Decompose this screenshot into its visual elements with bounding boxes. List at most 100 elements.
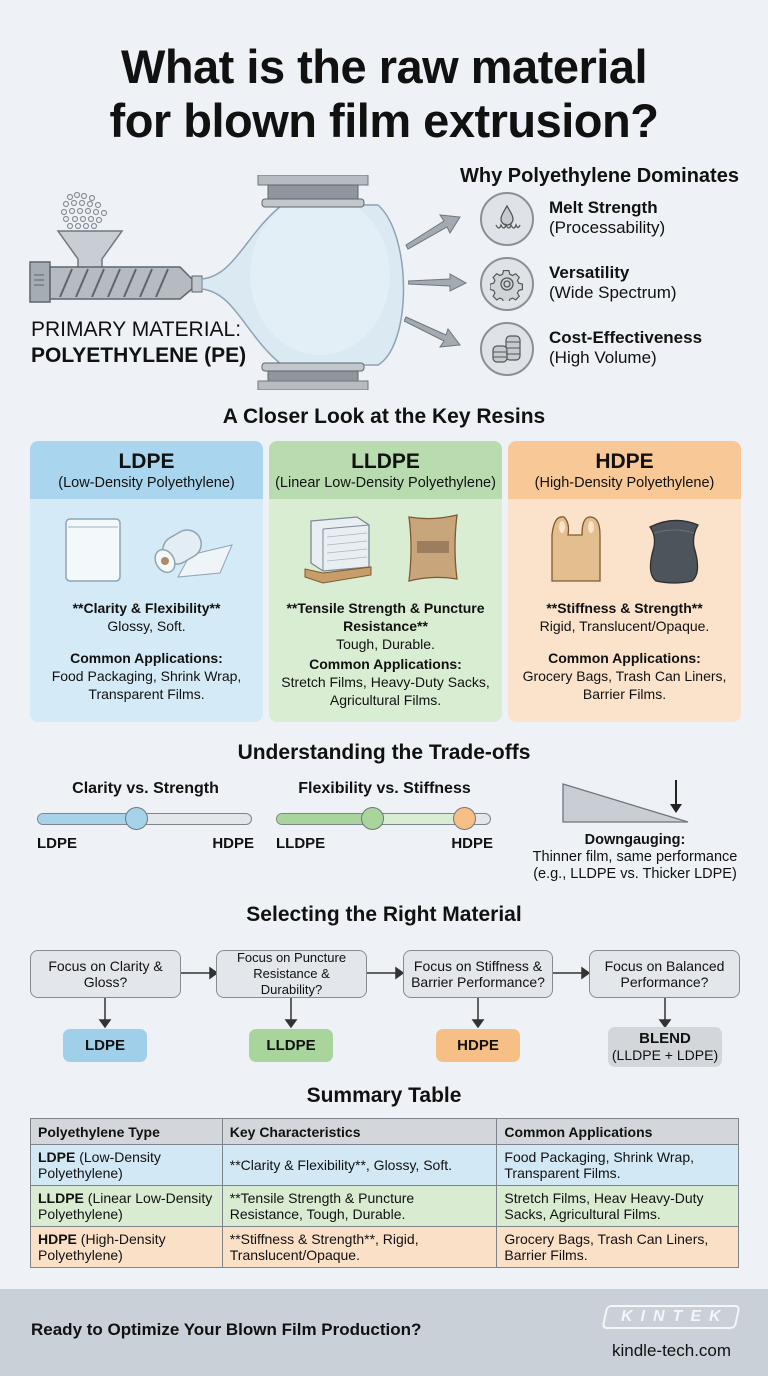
applications-cell: Grocery Bags, Trash Can Liners, Barrier … [496, 1226, 739, 1268]
downgauging-title: Downgauging: [584, 832, 686, 848]
reason-title: Versatility [549, 263, 630, 282]
blend-label: BLEND [639, 1030, 691, 1047]
slider-right-label: HDPE [451, 835, 493, 852]
arrow-icon [405, 214, 461, 250]
website-link[interactable]: kindle-tech.com [612, 1341, 732, 1360]
flow-step-clarity: Focus on Clarity & Gloss? [30, 950, 181, 998]
resins-heading: A Closer Look at the Key Resins [222, 405, 546, 428]
characteristics-cell: **Stiffness & Strength**, Rigid, Translu… [221, 1226, 498, 1268]
arrow-icon [404, 316, 461, 348]
resin-apps: Food Packaging, Shrink Wrap, Transparent… [51, 668, 242, 702]
sack-icon [408, 514, 458, 582]
clear-bag-icon [65, 518, 121, 582]
primary-label-text: PRIMARY MATERIAL: [31, 318, 242, 341]
grocery-bag-icon [551, 516, 601, 582]
arrow-icon [408, 273, 468, 292]
resin-traits: Tough, Durable. [336, 636, 435, 652]
why-title: Why Polyethylene Dominates [460, 165, 739, 187]
resin-name: LLDPE [351, 450, 420, 473]
type-cell: LDPE (Low-Density Polyethylene) [30, 1144, 223, 1186]
resin-card-lldpe: LLDPE (Linear Low-Density Polyethylene) … [269, 441, 502, 722]
title-line-2: for blown film extrusion? [109, 94, 659, 147]
column-header: Common Applications [496, 1118, 739, 1145]
flow-result-lldpe: LLDPE [249, 1029, 333, 1062]
blown-film-extruder-illustration [29, 175, 405, 390]
reason-title: Cost-Effectiveness [549, 328, 703, 347]
characteristics-cell: **Clarity & Flexibility**, Glossy, Soft. [221, 1144, 498, 1186]
apps-label: Common Applications: [548, 650, 701, 666]
resin-full-name: (Low-Density Polyethylene) [58, 475, 235, 491]
selection-heading: Selecting the Right Material [246, 903, 522, 926]
table-row: LDPE (Low-Density Polyethylene) **Clarit… [30, 1144, 739, 1186]
type-abbr: HDPE [38, 1231, 77, 1247]
apps-label: Common Applications: [309, 656, 462, 672]
resin-apps: Stretch Films, Heavy-Duty Sacks, Agricul… [281, 674, 490, 708]
why-polyethylene-panel: Why Polyethylene Dominates Melt Strength… [400, 165, 768, 390]
slider-knob [125, 807, 148, 830]
pellets-icon [60, 191, 108, 230]
characteristics-cell: **Tensile Strength & Puncture Resistance… [221, 1185, 498, 1227]
reason-melt-strength: Melt Strength (Processability) [480, 192, 760, 248]
table-header-row: Polyethylene Type Key Characteristics Co… [30, 1118, 739, 1145]
flow-result-ldpe: LDPE [63, 1029, 147, 1062]
wrapped-pallet-icon [304, 516, 372, 584]
footer-cta-text[interactable]: Ready to Optimize Your Blown Film Produc… [31, 1320, 422, 1339]
reason-subtitle: (Processability) [549, 218, 666, 237]
trash-bag-icon [649, 519, 699, 584]
logo-text: KINTEK [621, 1308, 729, 1325]
applications-cell: Stretch Films, Heav Heavy-Duty Sacks, Ag… [496, 1185, 739, 1227]
thinning-wedge-icon [562, 780, 689, 823]
reason-title: Melt Strength [549, 198, 658, 217]
slider-knob-lldpe [361, 807, 384, 830]
downgauging-line-1: Thinner film, same performance [532, 849, 738, 865]
film-roll-icon [154, 529, 233, 578]
type-abbr: LDPE [38, 1149, 76, 1165]
applications-cell: Food Packaging, Shrink Wrap, Transparent… [496, 1144, 739, 1186]
summary-heading: Summary Table [306, 1084, 462, 1107]
resin-card-ldpe: LDPE (Low-Density Polyethylene) **Clarit… [30, 441, 263, 722]
resin-property: **Stiffness & Strength** [546, 600, 703, 616]
resin-name: LDPE [118, 450, 175, 473]
table-row: HDPE (High-Density Polyethylene) **Stiff… [30, 1226, 739, 1268]
reason-subtitle: (Wide Spectrum) [549, 283, 677, 302]
hero-section: PRIMARY MATERIAL: POLYETHYLENE (PE) Why … [0, 165, 768, 390]
flow-result-hdpe: HDPE [436, 1029, 520, 1062]
primary-value-text: POLYETHYLENE (PE) [31, 344, 247, 367]
type-abbr: LLDPE [38, 1190, 84, 1206]
flow-connectors [98, 966, 672, 1029]
type-cell: LLDPE (Linear Low-Density Polyethylene) [30, 1185, 223, 1227]
page-title: What is the raw material for blown film … [0, 40, 768, 148]
resin-card-hdpe: HDPE (High-Density Polyethylene) **Stiff… [508, 441, 741, 722]
primary-material-label: PRIMARY MATERIAL: POLYETHYLENE (PE) [31, 317, 246, 369]
table-row: LLDPE (Linear Low-Density Polyethylene) … [30, 1185, 739, 1227]
flexibility-stiffness-slider: Flexibility vs. Stiffness LLDPE HDPE [276, 780, 493, 860]
resin-property: **Clarity & Flexibility** [72, 600, 221, 616]
resin-property: **Tensile Strength & Puncture Resistance… [286, 600, 485, 634]
column-header: Polyethylene Type [30, 1118, 223, 1145]
coins-stack-icon [480, 322, 534, 376]
downgauging-line-2: (e.g., LLDPE vs. Thicker LDPE) [533, 866, 737, 882]
column-header: Key Characteristics [221, 1118, 498, 1145]
type-full: (Linear Low-Density Polyethylene) [38, 1190, 213, 1222]
slider-right-label: HDPE [212, 835, 254, 852]
flow-step-stiffness: Focus on Stiffness & Barrier Performance… [403, 950, 553, 998]
resin-traits: Glossy, Soft. [107, 618, 186, 634]
reason-subtitle: (High Volume) [549, 348, 657, 367]
resin-full-name: (High-Density Polyethylene) [534, 475, 715, 491]
reason-cost-effectiveness: Cost-Effectiveness (High Volume) [480, 322, 760, 378]
type-full: (High-Density Polyethylene) [38, 1231, 166, 1263]
slider-label: Clarity vs. Strength [72, 780, 219, 797]
blend-sub-label: (LLDPE + LDPE) [611, 1047, 719, 1063]
downgauging-panel: Downgauging: Thinner film, same performa… [505, 780, 765, 890]
slider-left-label: LDPE [37, 835, 78, 852]
kintek-logo: KINTEK [601, 1305, 741, 1329]
slider-label: Flexibility vs. Stiffness [298, 780, 471, 797]
slider-left-label: LLDPE [276, 835, 326, 852]
resin-full-name: (Linear Low-Density Polyethylene) [275, 475, 496, 491]
apps-label: Common Applications: [70, 650, 223, 666]
clarity-strength-slider: Clarity vs. Strength LDPE HDPE [37, 780, 254, 860]
type-full: (Low-Density Polyethylene) [38, 1149, 161, 1181]
flow-result-blend: BLEND (LLDPE + LDPE) [608, 1027, 722, 1067]
resin-name: HDPE [595, 450, 654, 473]
gear-icon [480, 257, 534, 311]
